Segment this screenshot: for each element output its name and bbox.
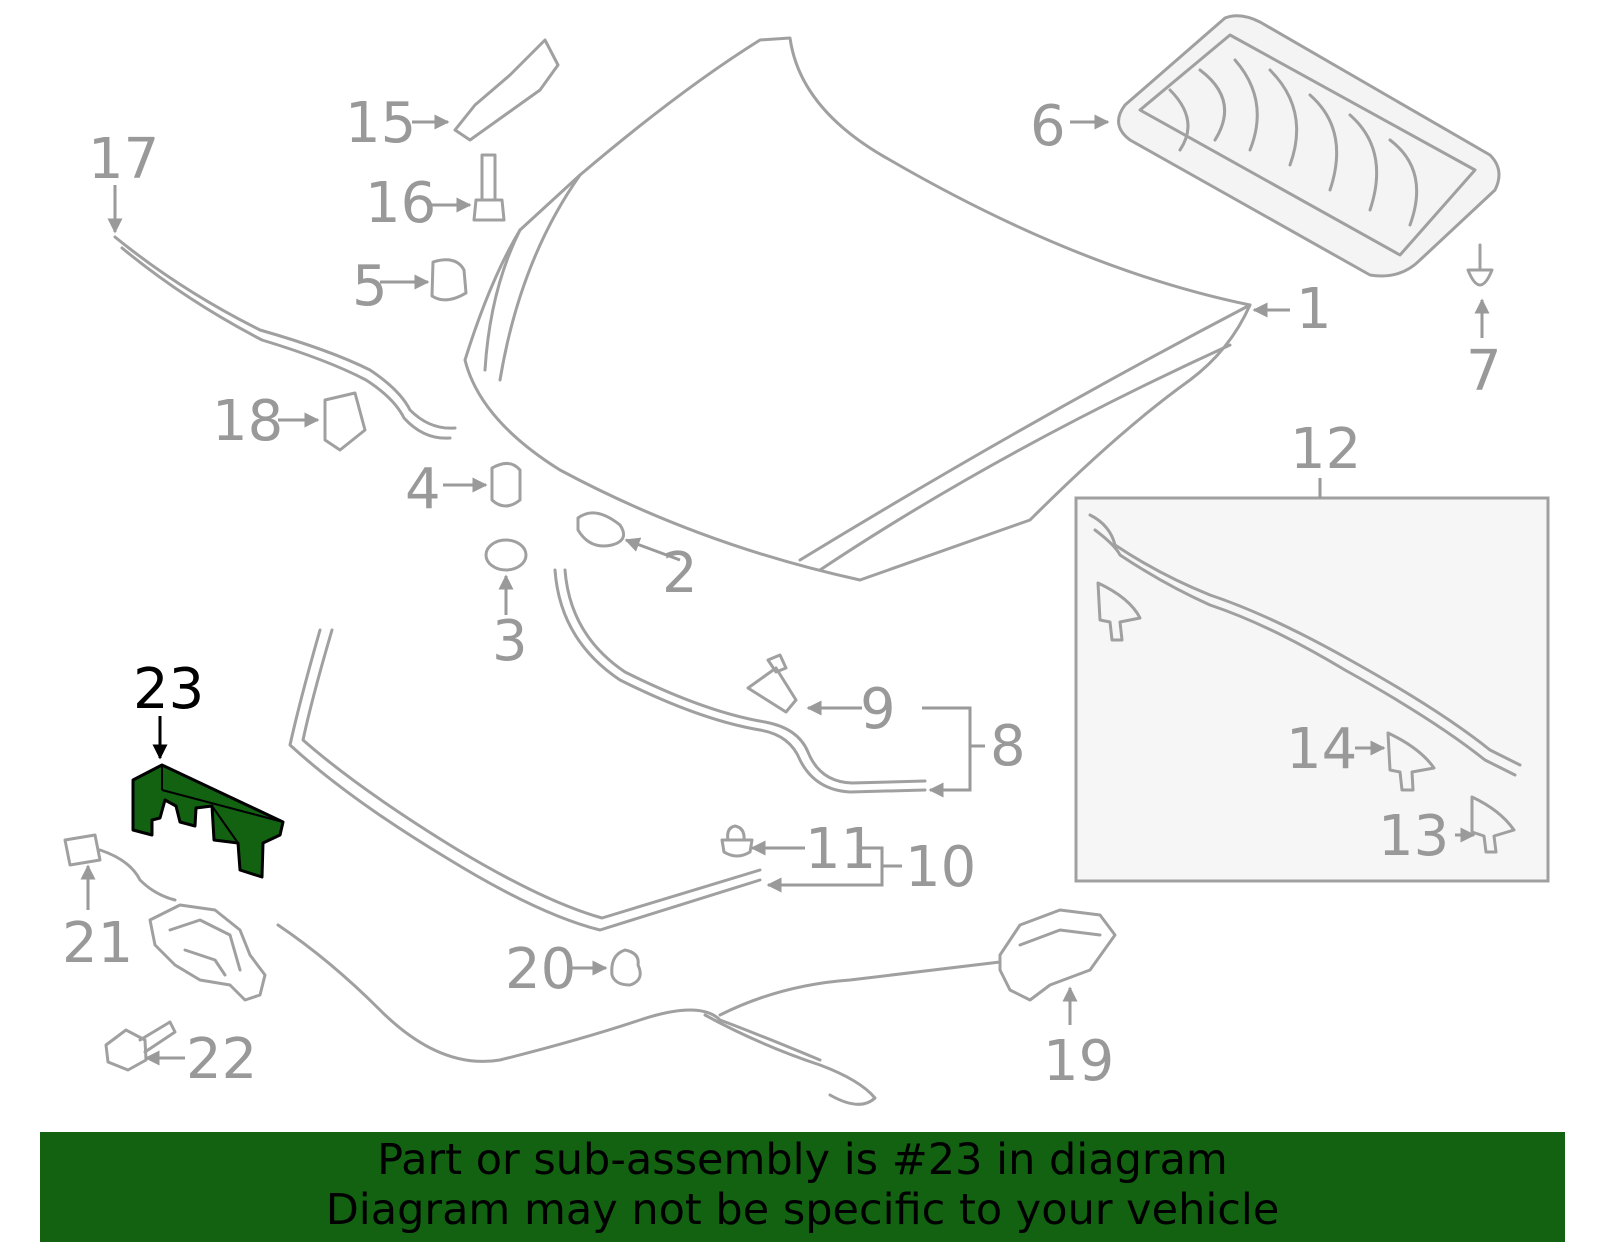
callout-23: 23: [133, 657, 204, 722]
bolt-part-16: [472, 153, 506, 222]
footer-line-1: Part or sub-assembly is #23 in diagram: [377, 1135, 1228, 1185]
bumper-part-5: [430, 258, 468, 302]
release-cable: [113, 235, 457, 440]
hinge-part-15: [453, 38, 560, 142]
footer-line-2: Diagram may not be specific to your vehi…: [325, 1185, 1280, 1235]
callout-labels: 1 2 3 4 5 6 7 8 9 10 11 12 13 14 15 16 1…: [62, 91, 1502, 1094]
callout-8: 8: [990, 714, 1026, 779]
callout-2: 2: [662, 541, 698, 606]
ring-part-3: [484, 538, 528, 572]
leader-lines: [80, 114, 1490, 1066]
callout-17: 17: [88, 127, 159, 192]
bolt-part-22: [104, 1020, 177, 1072]
rear-hood-seal: [288, 628, 762, 932]
hood-seal: [553, 568, 927, 794]
callout-3: 3: [492, 609, 528, 674]
callout-20: 20: [505, 937, 576, 1002]
callout-21: 21: [62, 911, 133, 976]
callout-18: 18: [212, 389, 283, 454]
weatherstrip-group-box: [1074, 496, 1550, 883]
callout-7: 7: [1466, 339, 1502, 404]
seal-clip-9: [746, 653, 798, 714]
callout-19: 19: [1043, 1029, 1114, 1094]
highlighted-part-23: [131, 763, 285, 879]
release-handle-cable: [276, 908, 1117, 1106]
hood-latch: [148, 903, 267, 1002]
clip-part-14: [1386, 731, 1436, 792]
clip-part-20: [610, 948, 642, 987]
callout-1: 1: [1296, 277, 1332, 342]
callout-10: 10: [905, 835, 976, 900]
cover-part-2: [576, 511, 626, 548]
weatherstrip-clip-1: [1096, 581, 1142, 642]
hinge-part-18: [323, 391, 367, 452]
seal-clip-11: [720, 824, 754, 858]
latch-connector: [63, 833, 177, 902]
hood-insulator: [1117, 14, 1501, 278]
grommet: [1466, 243, 1494, 287]
callout-16: 16: [365, 171, 436, 236]
callout-6: 6: [1030, 94, 1066, 159]
callout-12: 12: [1290, 417, 1361, 482]
bumper-part-4: [490, 462, 522, 508]
callout-22: 22: [186, 1027, 257, 1092]
front-weatherstrip: [1088, 513, 1522, 777]
hood-panel: [463, 36, 1252, 582]
callout-14: 14: [1286, 717, 1357, 782]
callout-4: 4: [405, 457, 441, 522]
clip-part-13: [1470, 795, 1516, 854]
callout-15: 15: [345, 91, 416, 156]
callout-9: 9: [860, 677, 896, 742]
callout-13: 13: [1378, 804, 1449, 869]
callout-11: 11: [805, 817, 876, 882]
callout-5: 5: [352, 254, 388, 319]
footer-banner: Part or sub-assembly is #23 in diagram D…: [40, 1132, 1565, 1242]
